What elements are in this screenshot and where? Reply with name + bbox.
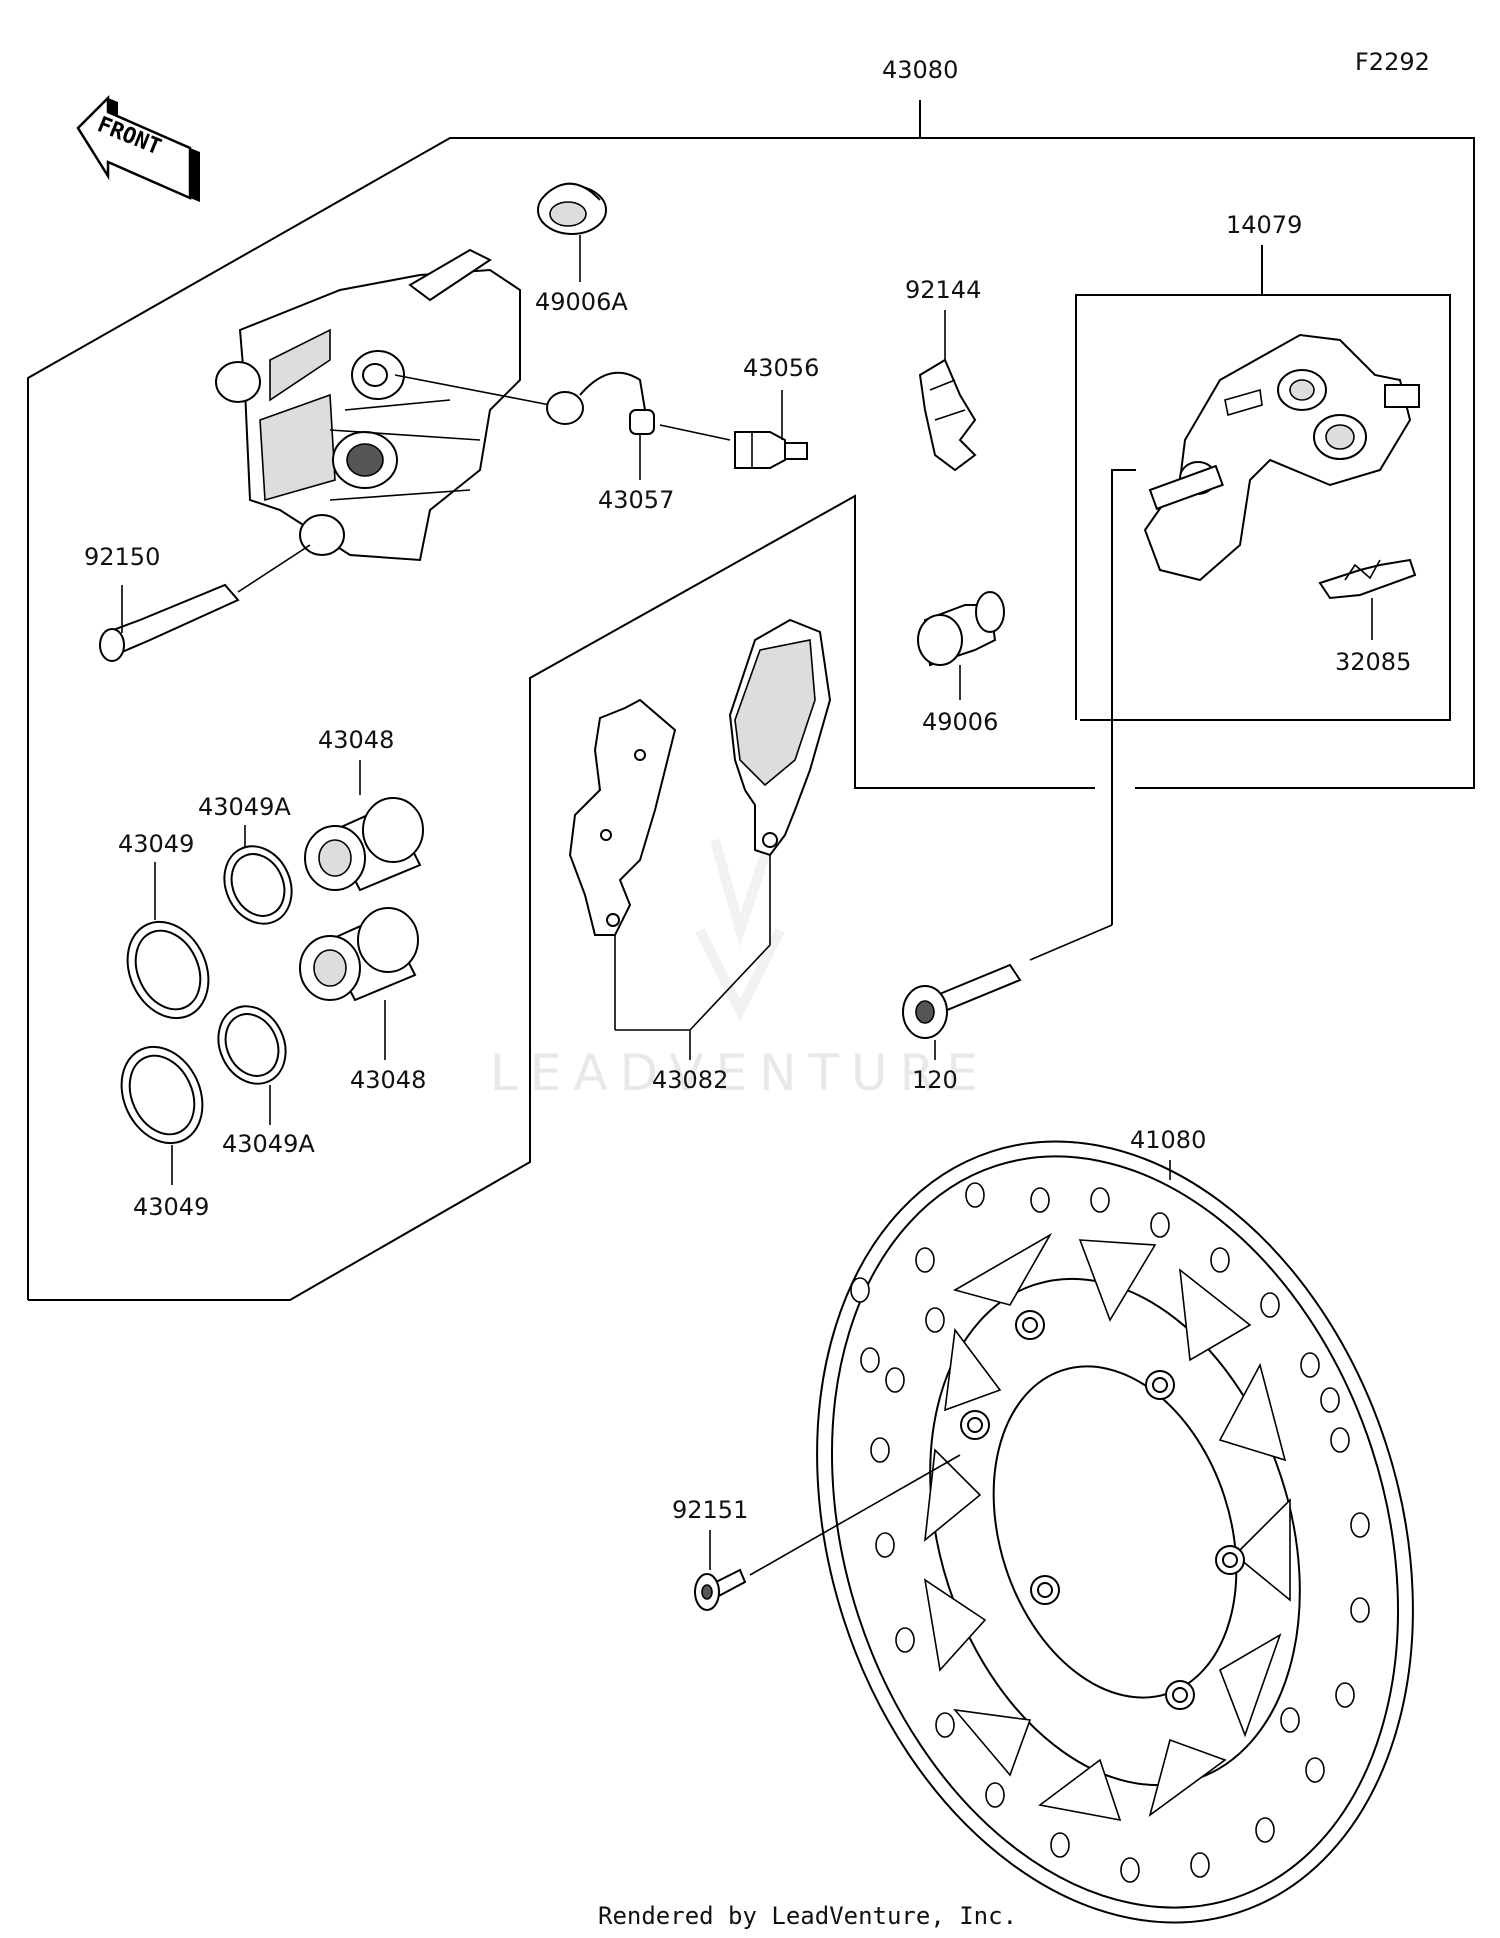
part-92151[interactable]: 92151: [672, 1496, 748, 1524]
holder-assy-outline: [1075, 245, 1451, 721]
seal-upper-icon: [126, 862, 210, 1020]
part-43082[interactable]: 43082: [652, 1066, 728, 1094]
part-41080[interactable]: 41080: [1130, 1126, 1206, 1154]
boot-49006-icon: [917, 591, 1005, 700]
seal-a-upper-icon: [223, 825, 293, 925]
diagram-code: F2292: [1355, 48, 1430, 76]
part-43048-upper[interactable]: 43048: [318, 726, 394, 754]
part-92144[interactable]: 92144: [905, 276, 981, 304]
watermark-logo: [695, 838, 785, 1022]
cap-49006a-icon: [537, 182, 607, 282]
spring-92144-icon: [918, 310, 977, 472]
seal-a-lower-icon: [217, 1005, 287, 1125]
seal-lower-icon: [120, 1045, 204, 1185]
watermark: LEADVENTURE: [490, 1044, 990, 1102]
brake-disc-icon: [816, 1140, 1414, 1924]
pin-bolt-92150-icon: [99, 544, 311, 662]
disc-bolt-92151-icon: [694, 1454, 961, 1611]
holder-bracket-icon: [1143, 333, 1420, 582]
part-49006[interactable]: 49006: [922, 708, 998, 736]
part-92150[interactable]: 92150: [84, 543, 160, 571]
part-43049a-lower[interactable]: 43049A: [222, 1130, 315, 1158]
part-43049a-upper[interactable]: 43049A: [198, 793, 291, 821]
piston-upper-icon: [304, 760, 424, 892]
part-49006a[interactable]: 49006A: [535, 288, 628, 316]
pad-right-icon: [728, 618, 832, 945]
part-120[interactable]: 120: [912, 1066, 958, 1094]
part-14079[interactable]: 14079: [1226, 211, 1302, 239]
part-43056[interactable]: 43056: [743, 354, 819, 382]
bleeder-valve-43056-icon: [734, 390, 808, 469]
bolt-120-icon: [902, 469, 1136, 1060]
bleeder-cap-43057-icon: [546, 371, 655, 480]
part-43049-upper[interactable]: 43049: [118, 830, 194, 858]
leader-43057-43056: [659, 424, 731, 441]
pad-left-icon: [568, 698, 677, 1030]
caliper-assy-outline: [27, 100, 1475, 1301]
part-43057[interactable]: 43057: [598, 486, 674, 514]
part-43049-lower[interactable]: 43049: [133, 1193, 209, 1221]
part-43048-lower[interactable]: 43048: [350, 1066, 426, 1094]
part-32085[interactable]: 32085: [1335, 648, 1411, 676]
credit-text: Rendered by LeadVenture, Inc.: [598, 1902, 1017, 1930]
front-arrow-icon: FRONT: [76, 94, 200, 202]
spring-clip-32085-icon: [1318, 558, 1417, 640]
caliper-body: [215, 248, 521, 562]
piston-lower-icon: [299, 907, 419, 1060]
part-43080[interactable]: 43080: [882, 56, 958, 84]
leader-caliper-bleeder: [394, 374, 551, 406]
